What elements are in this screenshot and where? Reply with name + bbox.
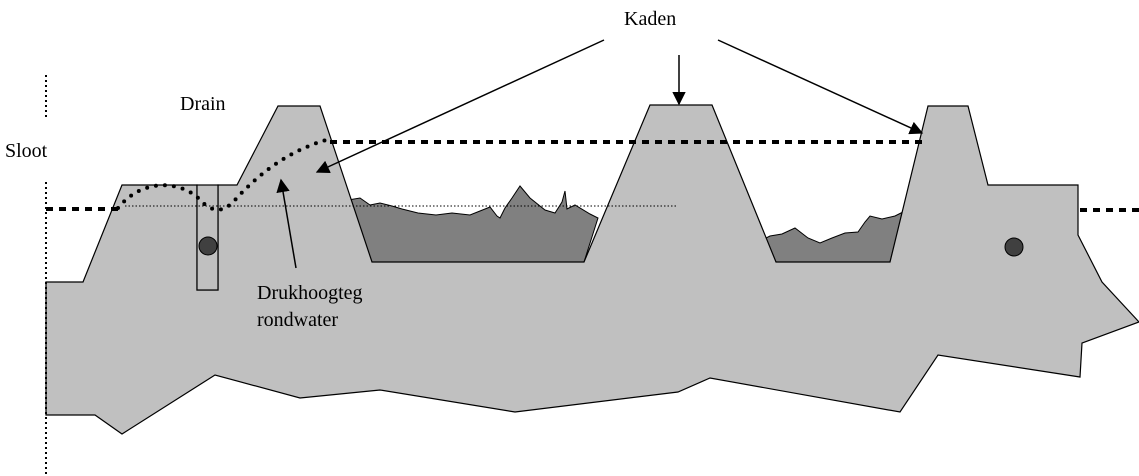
kaden-arrow-left: [315, 39, 605, 174]
sloot-label: Sloot: [5, 140, 48, 162]
water-patch-left: [347, 185, 599, 263]
drukhoogte-arrow: [276, 178, 297, 269]
kaden-arrow-right: [717, 39, 924, 135]
kaden-label: Kaden: [624, 8, 676, 30]
water-patch-right: [761, 211, 904, 263]
drukhoogte-label-line2: rondwater: [257, 309, 338, 331]
drukhoogte-label-line1: Drukhoogteg: [257, 282, 363, 304]
drain-dot-left: [198, 236, 218, 256]
drain-dot-right: [1004, 237, 1024, 257]
drain-label: Drain: [180, 93, 226, 115]
groundwater-pressure-curve: [116, 138, 328, 212]
